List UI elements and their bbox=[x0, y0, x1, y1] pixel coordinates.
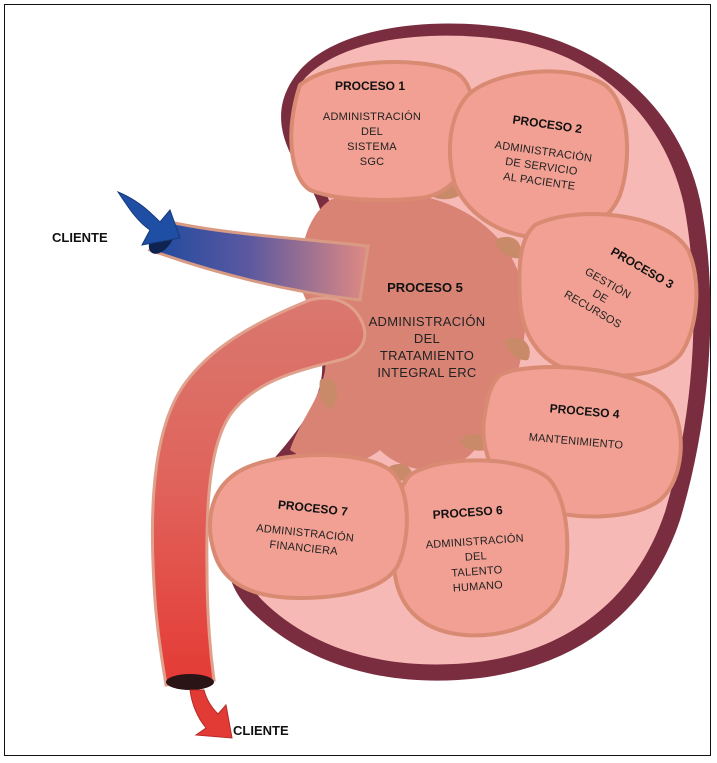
lobe-proceso-7 bbox=[210, 455, 407, 598]
center-line-4: INTEGRAL ERC bbox=[377, 365, 476, 380]
client-in-label: CLIENTE bbox=[52, 230, 108, 245]
inflow-arrow bbox=[118, 192, 180, 245]
outflow-arrow bbox=[190, 690, 232, 738]
proceso-1-line-1: ADMINISTRACIÓN bbox=[323, 110, 421, 123]
center-line-1: ADMINISTRACIÓN bbox=[369, 314, 486, 329]
ureter-opening bbox=[166, 674, 214, 690]
lobe-proceso-6 bbox=[393, 460, 568, 635]
proceso-1-line-2: DEL bbox=[361, 126, 383, 138]
center-title: PROCESO 5 bbox=[387, 280, 463, 295]
center-line-3: TRATAMIENTO bbox=[380, 348, 474, 363]
proceso-1-title: PROCESO 1 bbox=[335, 79, 405, 93]
client-out-label: CLIENTE bbox=[233, 723, 289, 738]
proceso-6-line-2: DEL bbox=[464, 550, 487, 564]
proceso-1-line-4: SGC bbox=[360, 156, 384, 168]
center-line-2: DEL bbox=[414, 331, 440, 346]
proceso-1-line-3: SISTEMA bbox=[347, 141, 397, 153]
